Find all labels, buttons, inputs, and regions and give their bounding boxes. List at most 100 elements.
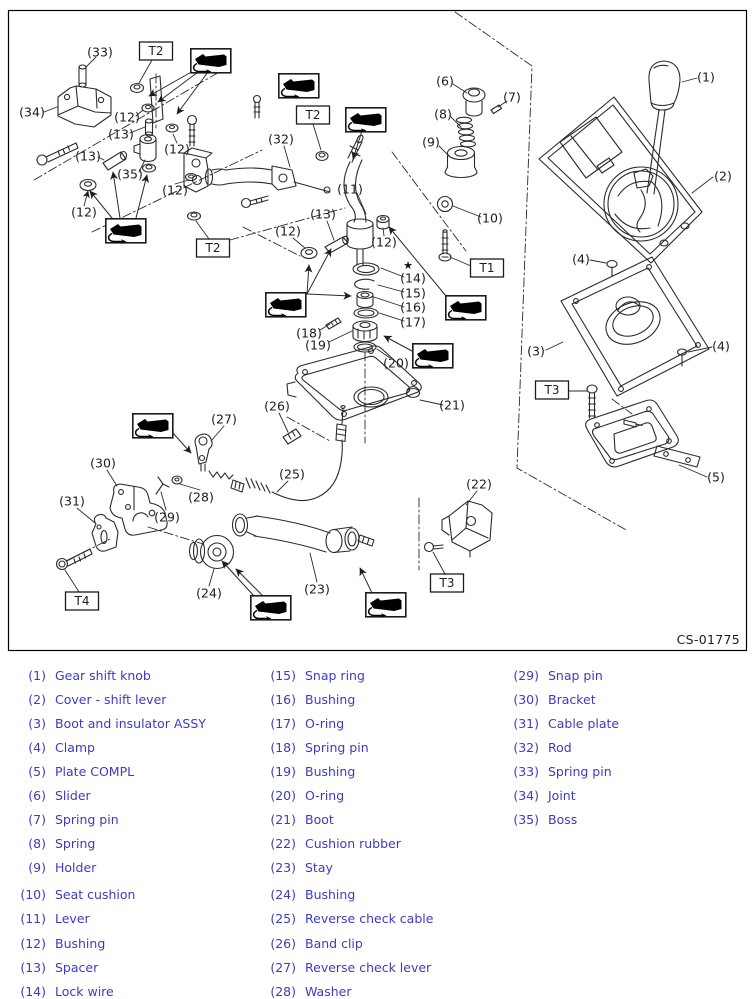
part-number: (23) (270, 860, 296, 876)
part-callout: (13) (75, 149, 101, 164)
part-callout: (5) (707, 470, 725, 485)
part-callout: (7) (503, 90, 521, 105)
part-callout: (23) (304, 582, 330, 597)
part-list-item: (22)Cushion rubber (258, 832, 433, 856)
part-name: Bushing (305, 887, 356, 903)
part-callout: (12) (164, 142, 190, 157)
part-callout: (1) (697, 70, 715, 85)
part-name: Slider (55, 788, 91, 804)
grease-point-icon (105, 218, 147, 244)
parts-column: (15)Snap ring(16)Bushing(17)O-ring(18)Sp… (258, 663, 433, 999)
part-list-item: (6)Slider (8, 783, 206, 807)
reverse-check-cluster (55, 405, 493, 571)
part-callout: (15) (400, 286, 426, 301)
part-number: (15) (270, 667, 296, 683)
part-name: Cover - shift lever (55, 691, 167, 707)
part-callout: (32) (268, 132, 294, 147)
svg-text:T2: T2 (205, 241, 221, 255)
part-list-item: (15) Snap ring (258, 663, 433, 687)
tech-note-box: T3 (429, 573, 465, 593)
part-callout: (2) (714, 169, 732, 184)
part-callout: (14) (400, 271, 426, 286)
part-name: Spring pin (548, 763, 612, 779)
part-list-item: (16)Bushing (258, 687, 433, 711)
grease-point-icon (132, 413, 174, 439)
part-list-item: (18)Spring pin (258, 735, 433, 759)
grease-point-icon (190, 48, 232, 74)
part-name: O-ring (305, 788, 345, 804)
exploded-diagram: (1)(2)(3)(4)(4)(5)(6)(7)(8)(9)(10)(11)(1… (7, 9, 748, 652)
part-number: (12) (20, 935, 46, 951)
callout-layer: (1)(2)(3)(4)(4)(5)(6)(7)(8)(9)(10)(11)(1… (19, 45, 732, 601)
part-number: (14) (20, 983, 46, 999)
part-name: Spring (55, 836, 96, 852)
part-callout: (30) (90, 456, 116, 471)
part-callout: (6) (436, 74, 454, 89)
part-number: (35) (513, 812, 539, 828)
part-list-item: (30)Bracket (501, 687, 619, 711)
diagram-line-art: (1)(2)(3)(4)(4)(5)(6)(7)(8)(9)(10)(11)(1… (7, 9, 748, 652)
part-number: (28) (270, 983, 296, 999)
svg-text:T1: T1 (479, 261, 495, 275)
part-number: (31) (513, 715, 539, 731)
part-number: (29) (513, 667, 539, 683)
part-list-item: (23)Stay (258, 856, 433, 880)
part-number: (2) (28, 691, 46, 707)
star-mark: ★ (403, 259, 413, 272)
part-list-item: (21)Boot (258, 808, 433, 832)
grease-point-icon (445, 295, 487, 321)
part-name: Bushing (55, 935, 106, 951)
part-name: Bushing (305, 763, 356, 779)
tech-note-box: T1 (469, 258, 505, 278)
part-name: Snap ring (305, 667, 365, 683)
tech-note-box: T3 (534, 380, 570, 400)
part-number: (16) (270, 691, 296, 707)
part-name: Spring pin (305, 739, 369, 755)
grease-point-icon (278, 73, 320, 99)
part-callout: (12) (275, 224, 301, 239)
part-callout: (34) (19, 105, 45, 120)
svg-text:T3: T3 (439, 576, 455, 590)
part-callout: (4) (712, 339, 730, 354)
svg-text:T2: T2 (148, 44, 164, 58)
part-callout: (8) (434, 107, 452, 122)
part-list-item: (11)Lever (8, 907, 206, 931)
part-name: Cable plate (548, 715, 620, 731)
part-callout: (26) (264, 399, 290, 414)
part-number: (13) (20, 959, 46, 975)
part-list-item: (33)Spring pin (501, 759, 619, 783)
part-name: Rod (548, 739, 572, 755)
part-callout: (29) (154, 510, 180, 525)
part-list-item: (34)Joint (501, 783, 619, 807)
part-callout: (11) (337, 182, 363, 197)
part-callout: (35) (117, 167, 143, 182)
part-number: (21) (270, 812, 296, 828)
leader-lines (43, 56, 714, 593)
grease-point-icon (412, 343, 454, 369)
part-callout: (22) (466, 477, 492, 492)
part-number: (32) (513, 739, 539, 755)
part-number: (34) (513, 788, 539, 804)
tech-note-box: T2 (138, 41, 174, 61)
part-number: (27) (270, 959, 296, 975)
tech-note-box: T2 (195, 238, 231, 258)
part-number: (19) (270, 763, 296, 779)
part-number: (7) (28, 812, 46, 828)
part-list-item: (4)Clamp (8, 735, 206, 759)
part-name: Band clip (305, 935, 363, 951)
part-number: (5) (28, 763, 46, 779)
construction-lines (33, 11, 633, 571)
part-name: Lever (55, 911, 90, 927)
joint-rod-cluster (36, 64, 331, 221)
part-name: O-ring (305, 715, 345, 731)
part-name: Spring pin (55, 812, 119, 828)
part-list-item: (13)Spacer (8, 955, 206, 979)
part-callout: (13) (108, 127, 134, 142)
part-list-item: (2) Cover - shift lever (8, 687, 206, 711)
part-callout: (21) (439, 398, 465, 413)
part-name: Lock wire (55, 983, 114, 999)
part-name: Holder (55, 860, 97, 876)
part-list-item: (28)Washer (258, 979, 433, 999)
